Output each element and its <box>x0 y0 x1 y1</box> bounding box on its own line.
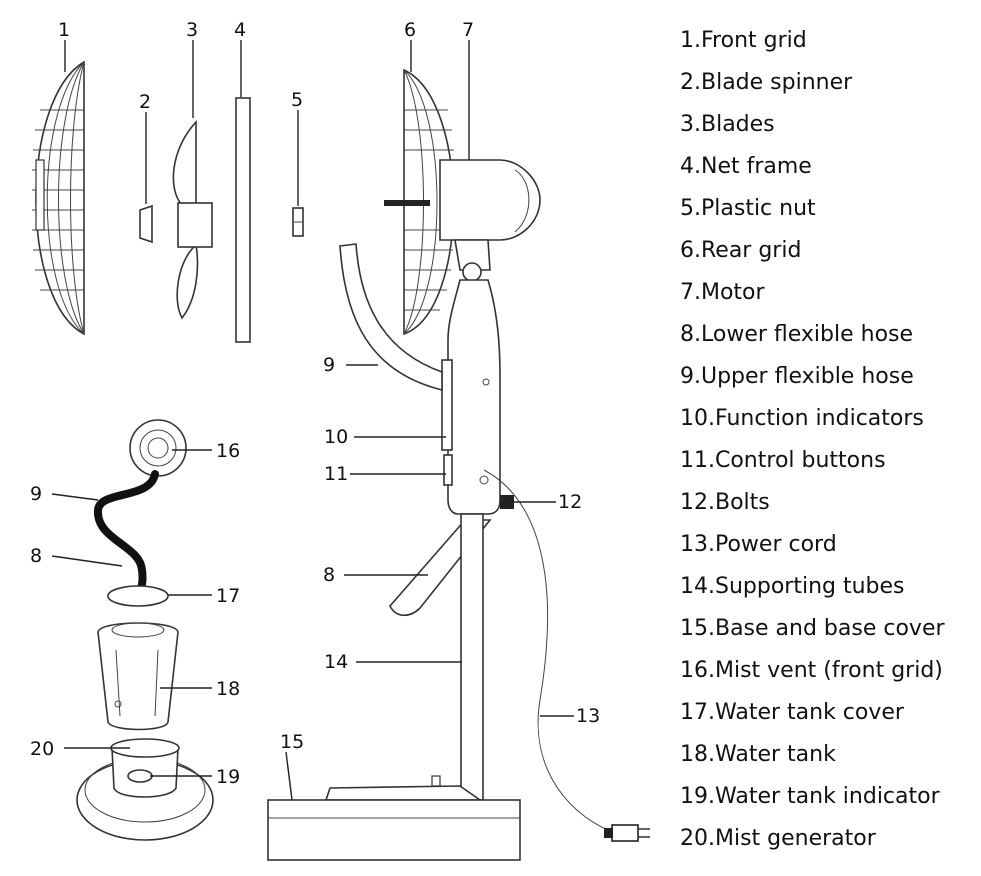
mist-assembly-icon <box>76 419 214 841</box>
callout-9-upper-hose: 9 <box>323 354 335 376</box>
callout-7: 7 <box>462 19 474 41</box>
front-grid-icon <box>32 60 85 336</box>
callout-8-mist-hose: 8 <box>30 545 42 567</box>
callout-12: 12 <box>558 491 582 513</box>
callout-3: 3 <box>186 19 198 41</box>
legend-item-mist-generator: 20.Mist generator <box>680 826 876 851</box>
fan-assembly-icon <box>267 68 613 861</box>
net-frame-icon <box>235 97 251 343</box>
legend-item-water-tank: 18.Water tank <box>680 742 836 767</box>
callout-13: 13 <box>576 705 600 727</box>
legend-item-control-buttons: 11.Control buttons <box>680 448 886 473</box>
legend-item-power-cord: 13.Power cord <box>680 532 837 557</box>
callout-11: 11 <box>324 463 348 485</box>
legend-item-lower-flexible-hose: 8.Lower flexible hose <box>680 322 914 347</box>
exploded-parts-diagram: 1 2 3 4 5 <box>30 19 650 861</box>
legend-item-rear-grid: 6.Rear grid <box>680 238 802 263</box>
legend-item-water-tank-indicator: 19.Water tank indicator <box>680 784 940 809</box>
legend-item-upper-flexible-hose: 9.Upper flexible hose <box>680 364 914 389</box>
legend-item-front-grid: 1.Front grid <box>680 28 807 53</box>
legend-item-motor: 7.Motor <box>680 280 765 305</box>
callout-4: 4 <box>234 19 246 41</box>
callout-20: 20 <box>30 738 54 760</box>
callout-1: 1 <box>58 19 70 41</box>
callout-19: 19 <box>216 766 240 788</box>
parts-legend: 1.Front grid 2.Blade spinner 3.Blades 4.… <box>680 24 980 864</box>
legend-item-plastic-nut: 5.Plastic nut <box>680 196 816 221</box>
legend-item-function-indicators: 10.Function indicators <box>680 406 924 431</box>
legend-item-blades: 3.Blades <box>680 112 775 137</box>
legend-item-mist-vent: 16.Mist vent (front grid) <box>680 658 943 683</box>
callout-9-mist-hose: 9 <box>30 483 42 505</box>
callout-16: 16 <box>216 440 240 462</box>
plastic-nut-icon <box>292 207 304 237</box>
callout-2: 2 <box>139 91 151 113</box>
callout-8-lower-hose: 8 <box>323 564 335 586</box>
legend-item-bolts: 12.Bolts <box>680 490 770 515</box>
plug-icon <box>604 824 650 842</box>
callout-6: 6 <box>404 19 416 41</box>
blades-icon <box>172 119 213 320</box>
callout-15: 15 <box>280 731 304 753</box>
legend-item-supporting-tubes: 14.Supporting tubes <box>680 574 905 599</box>
callout-10: 10 <box>324 426 348 448</box>
legend-item-base-and-base-cover: 15.Base and base cover <box>680 616 945 641</box>
callout-17: 17 <box>216 585 240 607</box>
callout-14: 14 <box>324 651 348 673</box>
callout-18: 18 <box>216 678 240 700</box>
blade-spinner-icon <box>139 204 153 244</box>
legend-item-blade-spinner: 2.Blade spinner <box>680 70 853 95</box>
legend-item-water-tank-cover: 17.Water tank cover <box>680 700 904 725</box>
legend-item-net-frame: 4.Net frame <box>680 154 812 179</box>
callout-5: 5 <box>291 89 303 111</box>
